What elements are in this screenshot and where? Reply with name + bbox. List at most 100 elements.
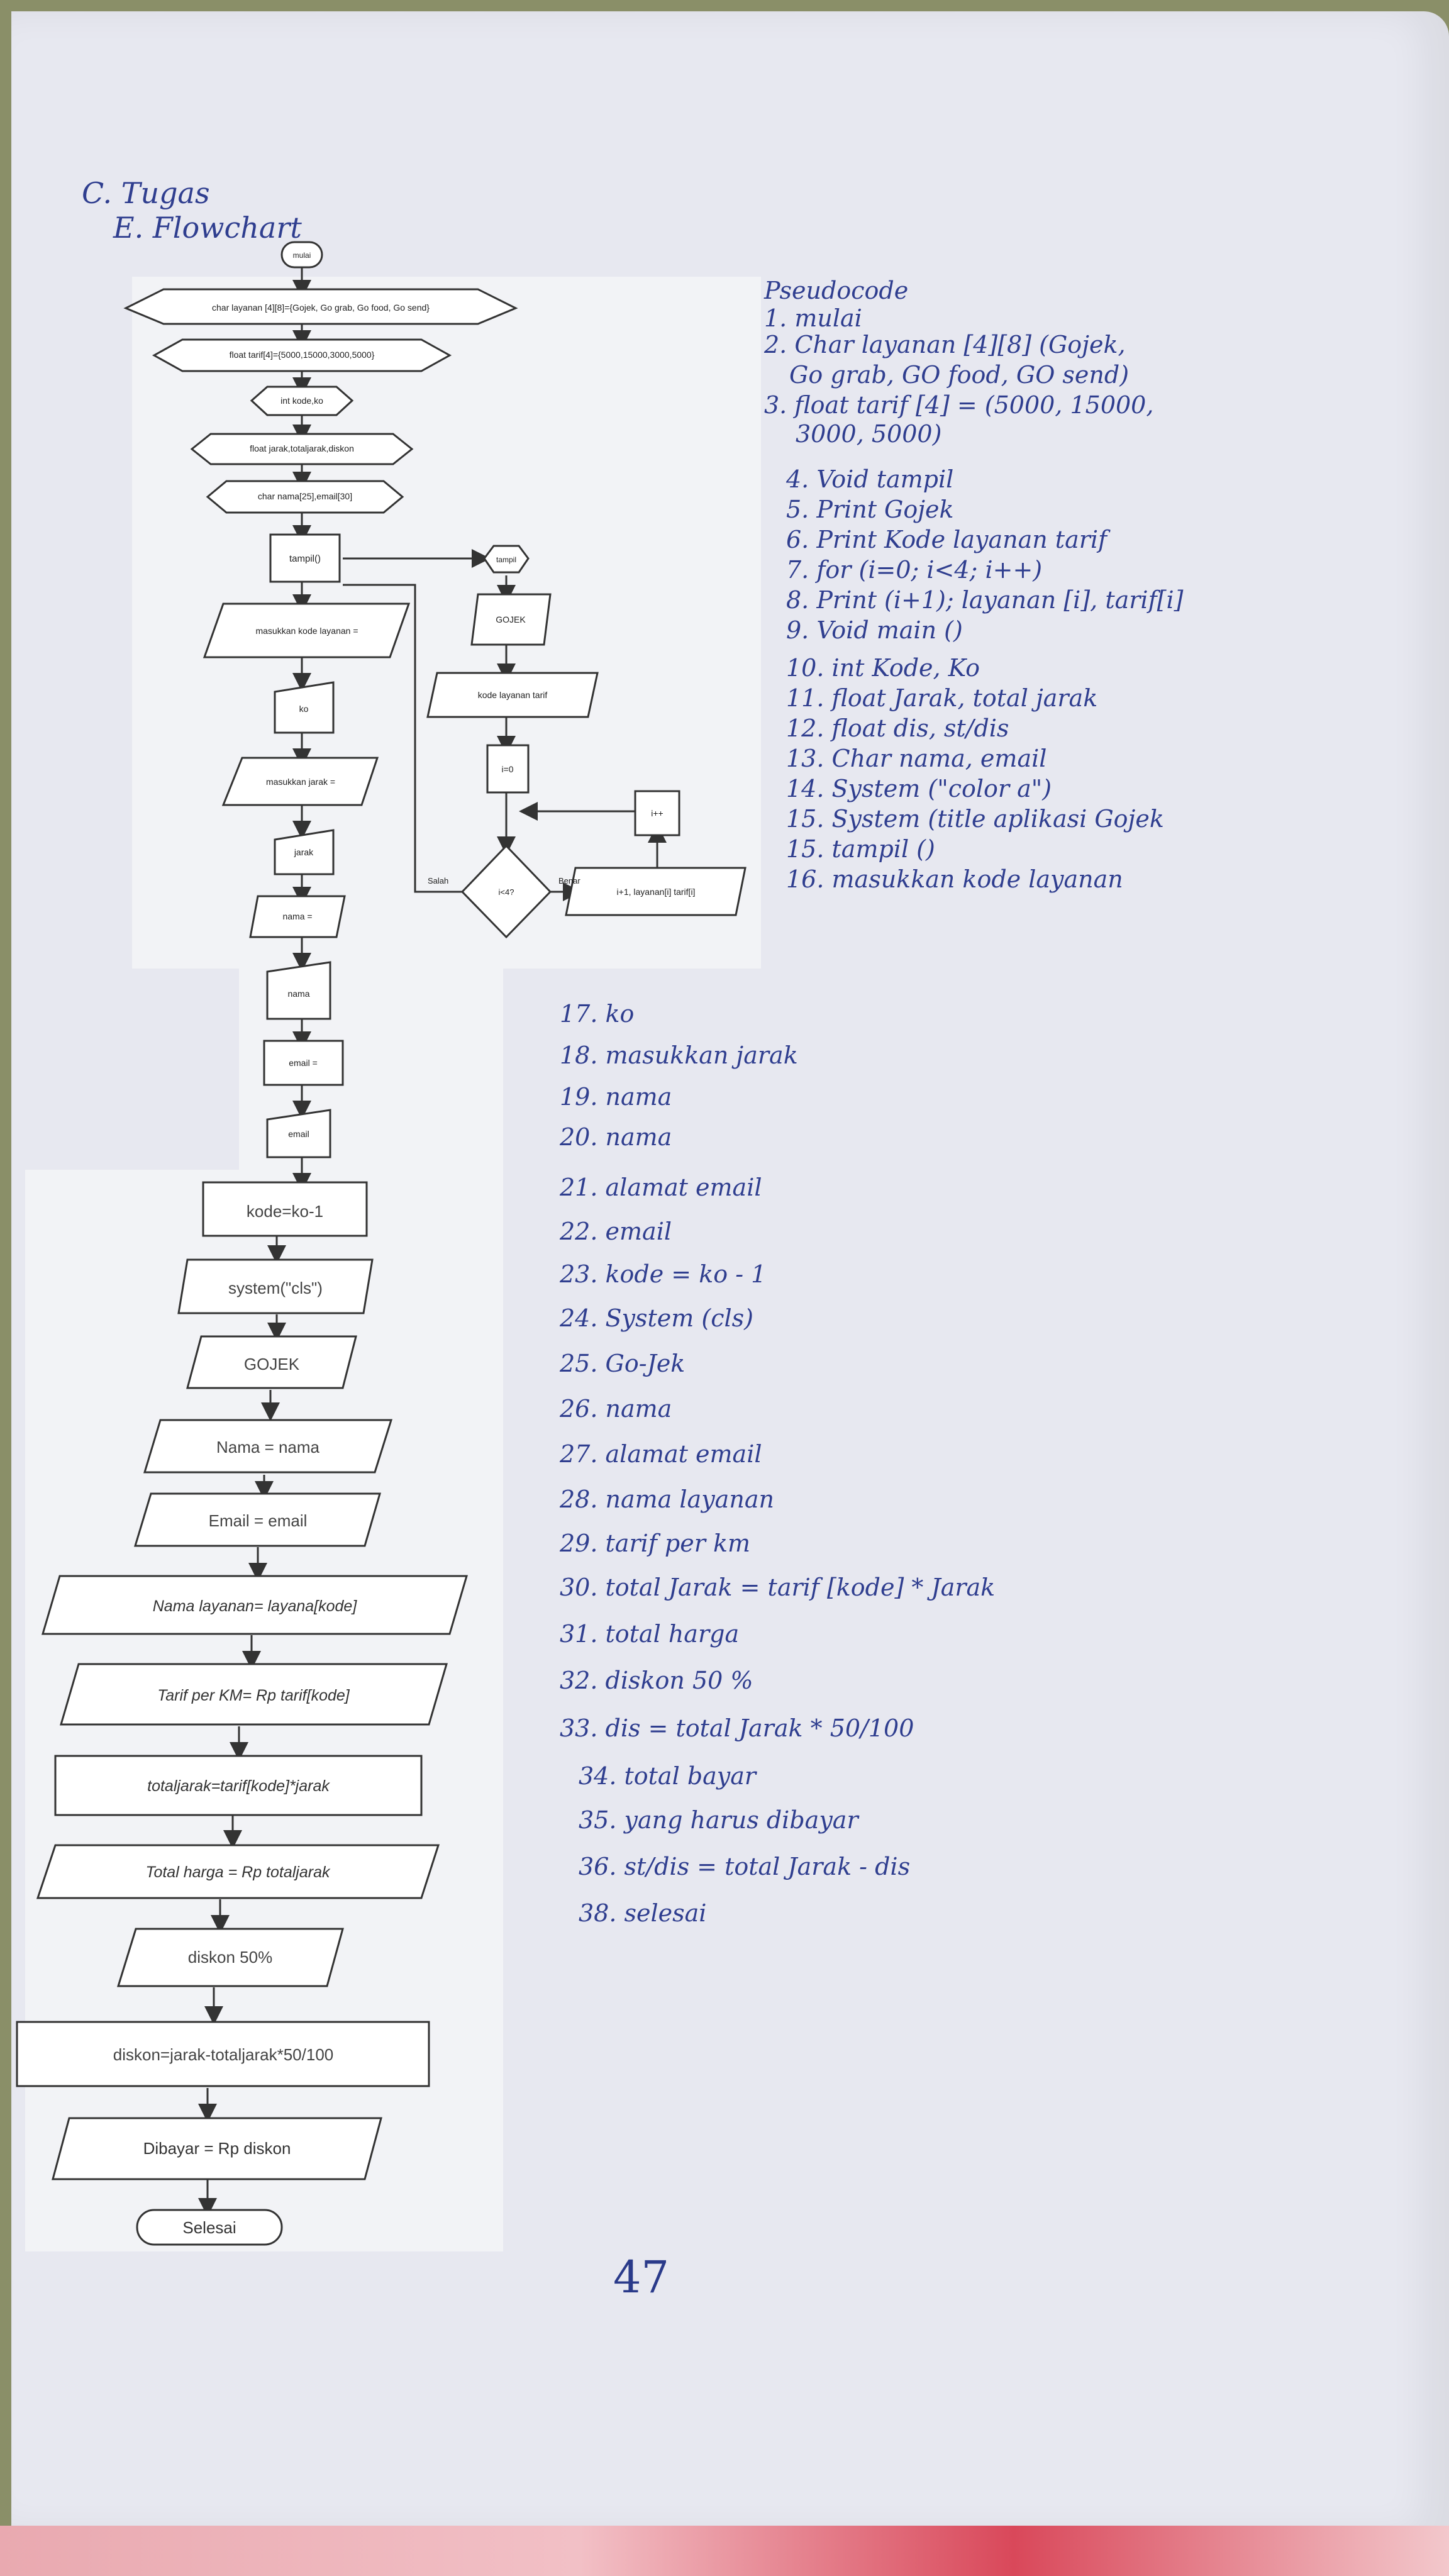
pseudocode-title: Pseudocode [764,277,909,304]
pseudocode-line: 8. Print (i+1); layanan [i], tarif[i] [786,586,1184,614]
decl-layanan-shape [123,288,518,325]
input-nama-shape [266,961,331,1020]
lower-n2-text: system("cls") [228,1279,323,1297]
pseudocode-line: 20. nama [560,1123,672,1151]
pseudocode-line: 13. Char nama, email [786,745,1047,772]
pseudocode-line: 16. masukkan kode layanan [786,865,1123,893]
pseudocode-line: 17. ko [560,1000,635,1028]
lower-n1-text: kode=ko-1 [247,1202,323,1221]
flow-in-jarak-label-text: masukkan jarak = [266,777,335,787]
flow-call-text: tampil() [289,553,321,564]
pseudocode-line: 7. for (i=0; i<4; i++) [786,556,1043,584]
pseudocode-line: 32. diskon 50 % [560,1667,753,1694]
pseudocode-line: 5. Print Gojek [786,496,954,523]
flow-decl4-text: float jarak,totaljarak,diskon [250,443,354,453]
flow-start-label: mulai [293,251,311,260]
pseudocode-line: 30. total Jarak = tarif [kode] * Jarak [560,1574,996,1601]
sub-inc-shape [634,790,680,836]
email-output-shape [133,1492,381,1547]
input-email-label-shape [263,1040,344,1086]
pseudocode-line: 11. float Jarak, total jarak [786,684,1098,712]
total-harga-output-shape [36,1844,440,1899]
pseudocode-line: 27. alamat email [560,1440,762,1468]
decl-tarif-shape [152,338,452,372]
diskon-label-output-shape [116,1928,344,1987]
kode-process-shape [202,1181,368,1237]
input-email-shape [266,1109,331,1158]
pseudocode-line: 19. nama [560,1083,672,1111]
lower-n8-text: totaljarak=tarif[kode]*jarak [147,1777,330,1795]
sub-print-text: i+1, layanan[i] tarif[i] [617,887,696,897]
flow-in-email-text: email [288,1129,309,1139]
pseudocode-line: 28. nama layanan [560,1485,774,1513]
pseudocode-line: Go grab, GO food, GO send) [789,361,1130,389]
diskon-process-shape [16,2021,430,2087]
nama-output-shape [143,1419,393,1474]
sub-start-shape [483,545,530,574]
pseudocode-line: 25. Go-Jek [560,1350,686,1377]
pseudocode-line: 21. alamat email [560,1174,762,1201]
sub-print-shape [565,867,747,916]
pseudocode-line: 15. tampil () [786,835,935,863]
pseudocode-line: 33. dis = total Jarak * 50/100 [560,1714,914,1742]
sub-gojek-shape [470,593,552,646]
sub-header-shape [426,672,599,718]
pseudocode-line: 31. total harga [560,1620,740,1648]
lower-n11-text: diskon=jarak-totaljarak*50/100 [113,2045,334,2064]
pseudocode-line: 4. Void tampil [786,465,954,493]
sub-inc-text: i++ [651,808,663,818]
flow-decl3-text: int kode,ko [280,396,323,406]
lower-n13-text: Selesai [182,2218,236,2237]
flow-in-nama-text: nama [287,989,309,999]
pseudocode-line: 9. Void main () [786,616,963,644]
lower-n5-text: Email = email [209,1511,308,1530]
lower-n3-text: GOJEK [244,1355,300,1374]
background-fabric [0,2526,1449,2576]
pseudocode-line: 36. st/dis = total Jarak - dis [579,1853,911,1880]
label-true: Benar [558,876,580,886]
sub-gojek-text: GOJEK [496,614,526,625]
pseudocode-line: 10. int Kode, Ko [786,654,980,682]
pseudocode-line: 12. float dis, st/dis [786,714,1009,742]
pseudocode-line: 22. email [560,1218,672,1245]
pseudocode-line: 18. masukkan jarak [560,1041,798,1069]
pseudocode-line: 3. float tarif [4] = (5000, 15000, [764,391,1154,419]
sub-cond-text: i<4? [499,887,514,897]
pseudocode-line: 24. System (cls) [560,1304,753,1332]
pseudocode-line: 38. selesai [579,1899,707,1927]
input-jarak-shape [274,829,335,875]
flow-in-email-label-text: email = [289,1058,318,1068]
dibayar-output-shape [52,2117,382,2180]
tarif-output-shape [60,1663,448,1726]
end-terminator [136,2209,283,2246]
input-kode-label-shape [203,602,411,658]
sub-decision-shape [460,844,552,939]
layanan-output-shape [41,1575,469,1635]
flow-decl1-text: char layanan [4][8]={Gojek, Go grab, Go … [212,303,430,313]
input-nama-label-shape [249,895,346,938]
decl-float-shape [190,433,414,465]
lower-n4-text: Nama = nama [216,1438,320,1457]
decl-char-shape [206,480,404,514]
pseudocode-line: 34. total bayar [579,1762,757,1790]
pseudocode-line: 29. tarif per km [560,1530,751,1557]
subsection-heading: E. Flowchart [113,211,302,245]
pseudocode-line: 15. System (title aplikasi Gojek [786,805,1164,833]
decl-int-shape [250,386,354,416]
sub-init-shape [486,744,530,794]
pseudocode-line: 3000, 5000) [796,420,942,448]
page-number: 47 [613,2251,670,2303]
pseudocode-line: 14. System ("color a") [786,775,1052,802]
pseudocode-line: 6. Print Kode layanan tarif [786,526,1108,553]
lower-n6-text: Nama layanan= layana[kode] [153,1597,358,1615]
section-heading: C. Tugas [82,176,210,210]
label-false: Salah [428,876,448,886]
flow-in-ko-text: ko [299,704,309,714]
pseudocode-line: 2. Char layanan [4][8] (Gojek, [764,331,1126,358]
totaljarak-process-shape [54,1755,423,1816]
start-terminator [280,241,323,269]
lower-n10-text: diskon 50% [188,1948,272,1967]
pseudocode-line: 23. kode = ko - 1 [560,1260,767,1288]
system-cls-shape [177,1258,374,1314]
